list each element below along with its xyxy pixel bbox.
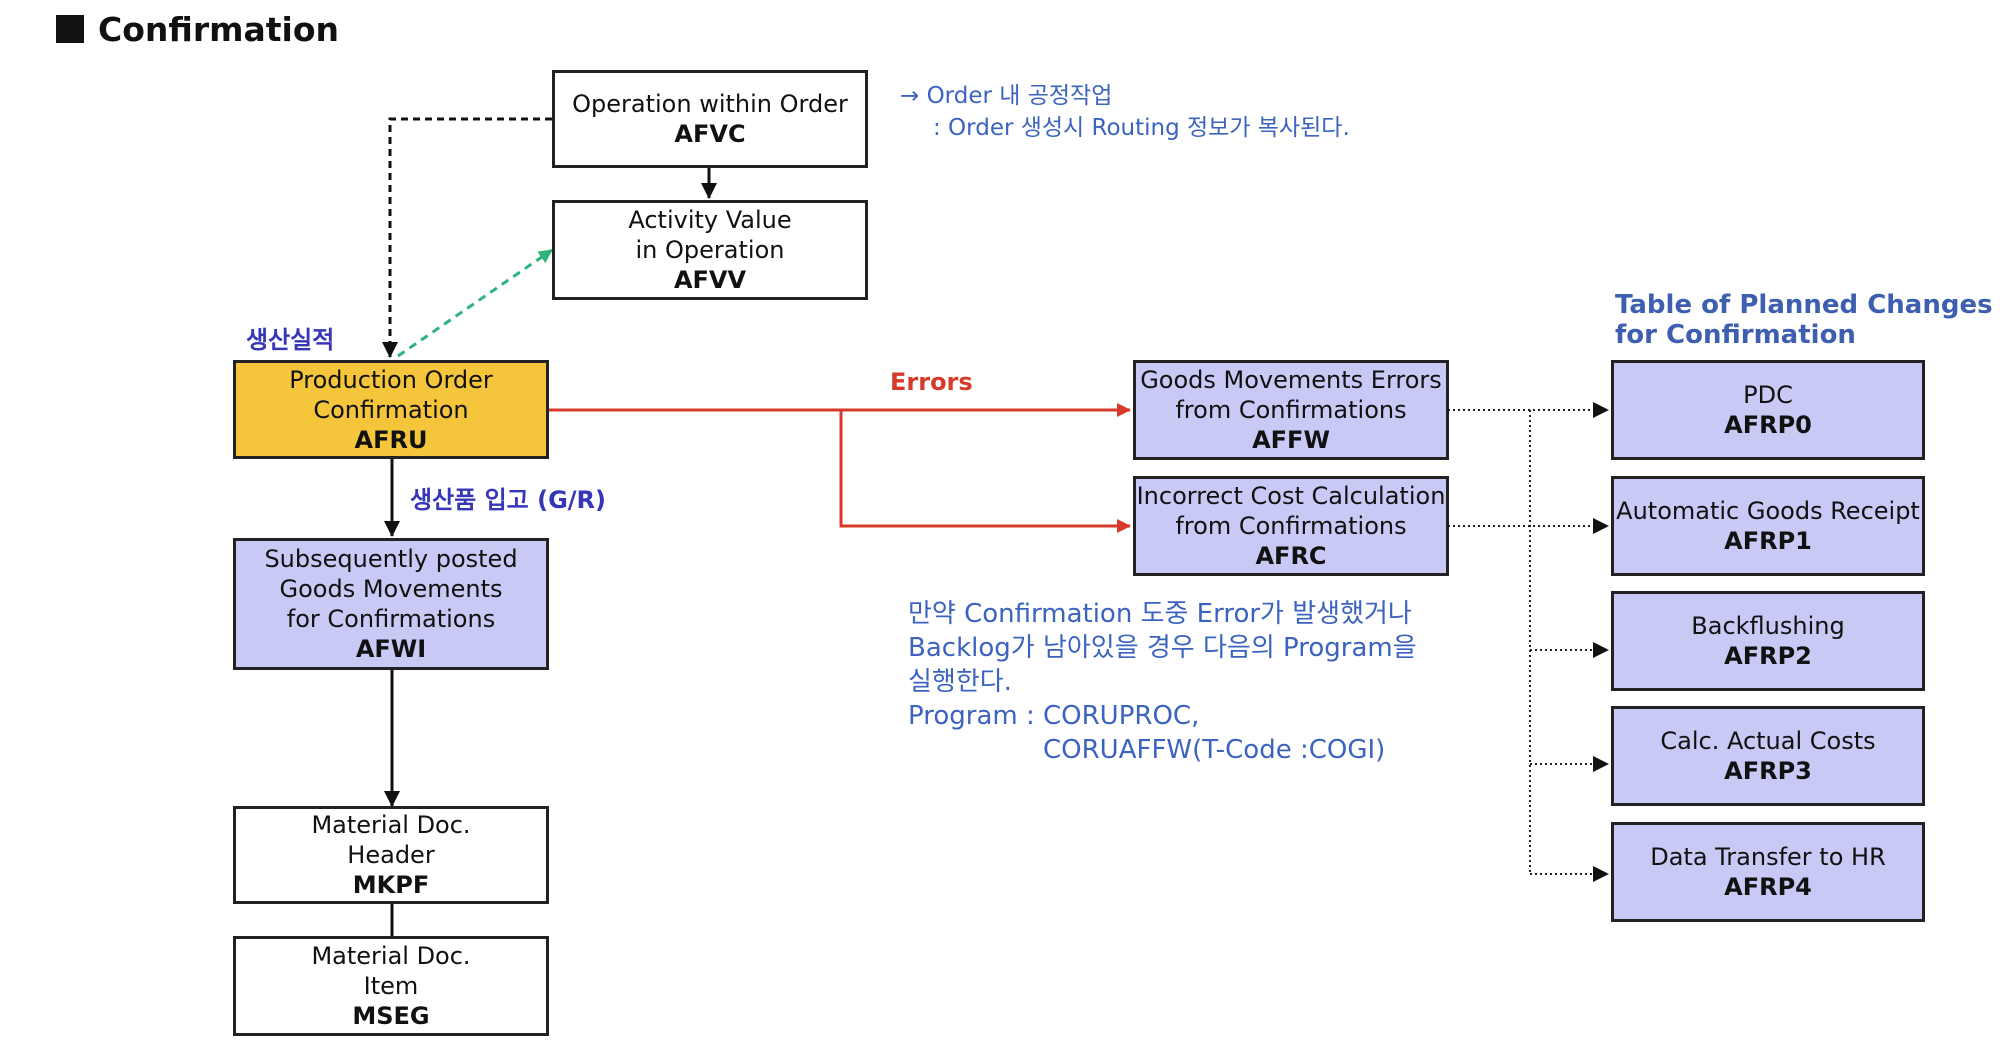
box-afru-code: AFRU [354,425,428,454]
planned-changes-title: Table of Planned Changes for Confirmatio… [1615,290,1993,350]
box-mseg-code: MSEG [352,1002,430,1030]
box-afvv-code: AFVV [673,266,747,294]
box-afvv: Activity Value in Operation AFVV [552,200,868,300]
box-afrc-line1: Incorrect Cost Calculation [1136,482,1446,510]
box-afwi: Subsequently posted Goods Movements for … [233,538,549,670]
box-afrp3-code: AFRP3 [1724,757,1812,785]
box-mseg-line2: Item [363,972,419,1000]
box-mkpf-line1: Material Doc. [311,811,471,839]
planned-changes-title-line2: for Confirmation [1615,320,1856,350]
production-result-label: 생산실적 [246,326,335,354]
order-routing-note-line2: : Order 생성시 Routing 정보가 복사된다. [933,115,1350,141]
page-title: Confirmation [56,6,339,52]
box-afvc-code: AFVC [674,120,746,148]
planned-changes-title-line1: Table of Planned Changes [1615,290,1993,320]
box-afru-line2: Confirmation [313,395,469,424]
box-affw-line1: Goods Movements Errors [1140,366,1442,394]
box-afrp1-code: AFRP1 [1724,527,1812,555]
box-afru: Production Order Confirmation AFRU [233,360,549,459]
box-afwi-code: AFWI [355,635,427,663]
error-program-note-line1: 만약 Confirmation 도중 Error가 발생했거나 [908,599,1412,629]
order-routing-note-line1: → Order 내 공정작업 [900,83,1113,109]
box-afrp2-name: Backflushing [1691,612,1845,640]
box-afvv-line2: in Operation [635,236,785,264]
error-program-note-line5: CORUAFFW(T-Code :COGI) [1043,735,1386,765]
box-afrc: Incorrect Cost Calculation from Confirma… [1133,476,1449,576]
error-program-note: 만약 Confirmation 도중 Error가 발생했거나 Backlog가… [908,597,1417,767]
box-afrp0-code: AFRP0 [1724,411,1812,439]
box-mseg: Material Doc. Item MSEG [233,936,549,1036]
box-mkpf: Material Doc. Header MKPF [233,806,549,904]
black-square-icon [56,15,84,43]
page-title-text: Confirmation [98,9,340,49]
box-afrp4-name: Data Transfer to HR [1650,843,1886,871]
order-routing-note: → Order 내 공정작업 : Order 생성시 Routing 정보가 복… [900,80,1350,144]
box-afvc: Operation within Order AFVC [552,70,868,168]
box-afrp3: Calc. Actual Costs AFRP3 [1611,706,1925,806]
box-afwi-line2: Goods Movements [279,575,503,603]
goods-receipt-label: 생산품 입고 (G/R) [410,486,606,514]
box-affw-line2: from Confirmations [1175,396,1407,424]
box-mkpf-line2: Header [347,841,435,869]
box-afrp0: PDC AFRP0 [1611,360,1925,460]
afru-to-afvv-green-dashed-arrow [397,248,553,358]
box-afrp2: Backflushing AFRP2 [1611,591,1925,691]
box-afrp0-name: PDC [1743,381,1793,409]
error-program-note-line2: Backlog가 남아있을 경우 다음의 Program을 [908,633,1417,663]
error-program-note-line3: 실행한다. [908,667,1012,697]
box-afrp3-name: Calc. Actual Costs [1660,727,1876,755]
box-mseg-line1: Material Doc. [311,942,471,970]
errors-label: Errors [890,368,973,396]
box-mkpf-code: MKPF [352,871,430,899]
afvc-to-afru-dashed-connector [382,117,552,358]
box-affw-code: AFFW [1252,426,1330,454]
box-afrp1: Automatic Goods Receipt AFRP1 [1611,476,1925,576]
box-afrc-line2: from Confirmations [1175,512,1407,540]
box-afrc-code: AFRC [1255,542,1327,570]
box-afvc-name: Operation within Order [572,90,848,118]
box-afrp1-name: Automatic Goods Receipt [1616,497,1920,525]
afru-to-afrc-error-arrow [839,410,1131,533]
box-afwi-line1: Subsequently posted [264,545,518,573]
box-afrp4-code: AFRP4 [1724,873,1812,901]
error-program-note-line4: Program : CORUPROC, [908,701,1200,731]
box-afrp4: Data Transfer to HR AFRP4 [1611,822,1925,922]
box-afwi-line3: for Confirmations [286,605,496,633]
box-afru-line1: Production Order [289,365,493,394]
box-afrp2-code: AFRP2 [1724,642,1812,670]
box-afvv-line1: Activity Value [628,206,792,234]
box-affw: Goods Movements Errors from Confirmation… [1133,360,1449,460]
